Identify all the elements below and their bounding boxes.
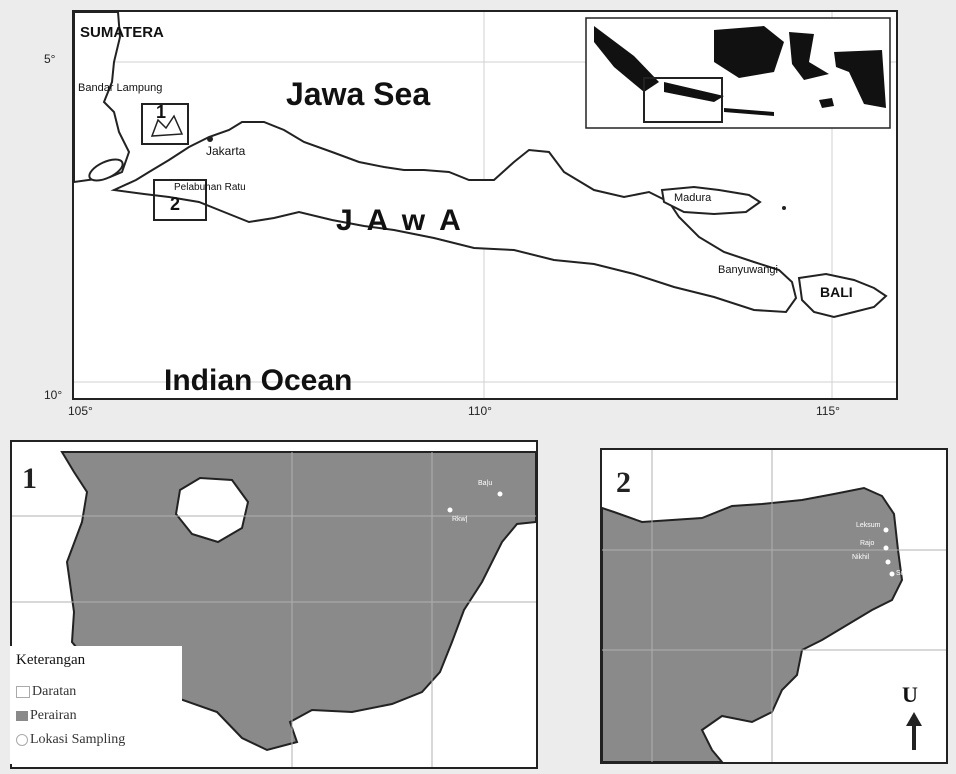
label-madura: Madura [674, 192, 712, 204]
label-indian-ocean: Indian Ocean [164, 364, 353, 397]
indonesia-overview-inset [585, 17, 891, 129]
sampling-point [885, 559, 891, 565]
legend-label-lokasi-sampling: Lokasi Sampling [30, 732, 126, 747]
north-label: U [902, 682, 918, 707]
sampling-point [883, 527, 889, 533]
main-map: SUMATERA Bandar Lampung Jawa Sea Jakarta… [72, 10, 898, 400]
lon-tick-115: 115° [816, 404, 840, 418]
java-island [110, 121, 798, 314]
lat-tick-10: 10° [44, 388, 63, 402]
inset-2-number: 2 [616, 466, 631, 499]
island-sunda [88, 158, 124, 182]
main-map-drawing [74, 12, 896, 398]
lon-tick-110: 110° [468, 404, 492, 418]
site-box-1-label: 1 [156, 102, 167, 122]
label-bandar-lampung: Bandar Lampung [78, 82, 163, 94]
legend-label-perairan: Perairan [30, 708, 77, 723]
inset-1-number: 1 [22, 462, 37, 495]
sampling-point [889, 571, 895, 577]
site-box-2 [153, 179, 207, 221]
inset-map-1: 1 Ba|u Rkw| [10, 440, 538, 769]
site-box-2-label: 2 [170, 194, 181, 214]
label-jawa: JAwA [336, 204, 475, 237]
legend-item-perairan: Perairan [16, 708, 77, 724]
bali-island [797, 272, 888, 319]
sampling-point [446, 506, 454, 514]
sampling-label: Rajo [860, 540, 875, 547]
sampling-label: Leksum [856, 522, 881, 529]
sampling-label: Sur [896, 570, 907, 577]
inset-2-water [602, 486, 904, 762]
sampling-label: Nikhil [852, 554, 870, 561]
legend-item-lokasi-sampling: Lokasi Sampling [16, 732, 125, 748]
label-jawa-sea: Jawa Sea [286, 76, 431, 112]
sampling-point [496, 490, 504, 498]
label-sumatera: SUMATERA [80, 24, 164, 41]
label-jakarta: Jakarta [206, 144, 246, 158]
overview-highlight-box [643, 77, 723, 123]
inset-2-drawing [602, 450, 946, 762]
sampling-label: Rkw| [452, 516, 468, 523]
north-arrow-icon [906, 712, 922, 750]
lon-tick-105: 105° [68, 404, 93, 418]
legend-swatch-land [16, 686, 30, 698]
legend-title: Keterangan [16, 652, 86, 668]
legend-swatch-sampling [16, 734, 28, 746]
label-pelabuhan-ratu: Pelabuhan Ratu [174, 182, 246, 193]
legend-label-daratan: Daratan [32, 684, 77, 699]
site-box-1 [141, 103, 189, 145]
label-bali: BALI [820, 284, 853, 300]
sampling-point [883, 545, 889, 551]
lat-tick-5: 5° [44, 52, 56, 66]
label-banyuwangi: Banyuwangi [718, 264, 778, 276]
legend: Keterangan Daratan Perairan Lokasi Sampl… [10, 646, 182, 764]
sampling-label: Ba|u [478, 480, 493, 487]
inset-1-island [174, 476, 250, 544]
inset-map-2: 2 Leksum Rajo Nikhil Sur U [600, 448, 948, 764]
legend-swatch-water [16, 711, 28, 721]
madura-island [660, 185, 762, 216]
legend-item-daratan: Daratan [16, 684, 76, 700]
